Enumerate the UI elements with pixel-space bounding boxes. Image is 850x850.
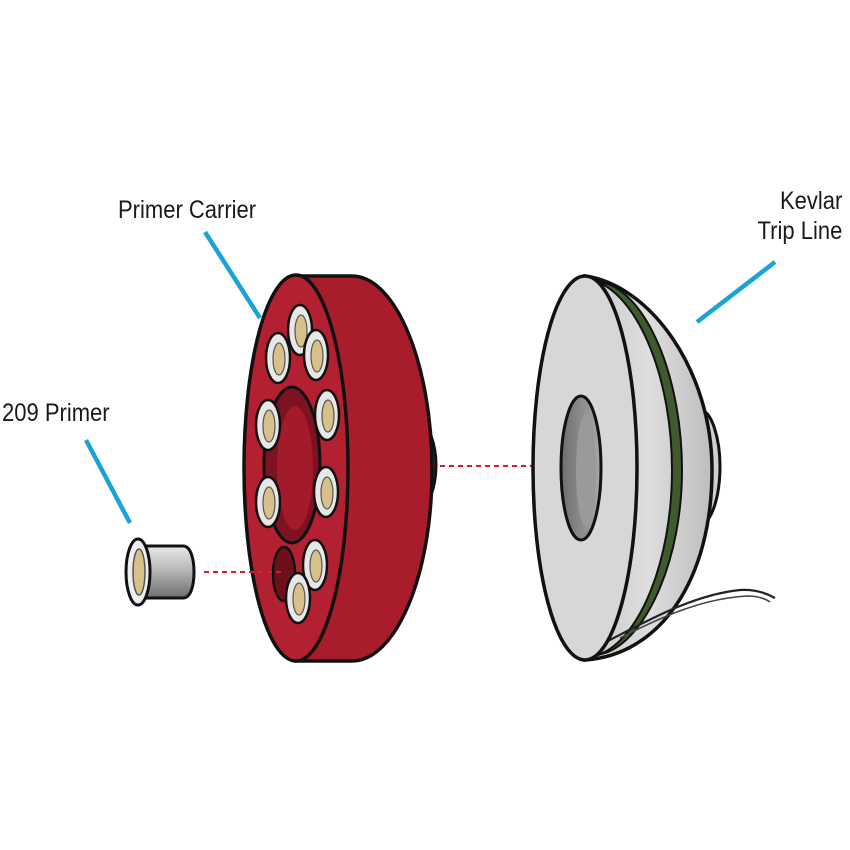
primer-carrier-leader — [203, 230, 262, 320]
alignment-guides — [204, 465, 580, 573]
primer-carrier-label: Primer Carrier — [118, 196, 257, 224]
pocket-primer — [284, 571, 312, 625]
kevlar-spool — [531, 273, 776, 662]
kevlar-trip-line-leader — [695, 260, 777, 324]
kevlar-trip-line-cord — [599, 588, 776, 646]
pocket-primer — [254, 398, 282, 452]
leader-lines — [84, 230, 777, 525]
primer-carrier — [242, 273, 438, 663]
primer-209-label: 209 Primer — [2, 399, 110, 427]
spool-hole-inner — [576, 414, 596, 526]
primer-209 — [124, 537, 196, 607]
kevlar-band — [597, 281, 684, 656]
kevlar-trip-line-cord-2 — [619, 595, 771, 639]
pocket-primer — [301, 538, 329, 592]
kevlar-trip-line-label: Kevlar Trip Line — [757, 186, 842, 246]
kevlar-label-line-2: Trip Line — [757, 217, 842, 245]
pocket-primer — [264, 331, 292, 385]
kevlar-label-line-1: Kevlar — [779, 187, 842, 215]
pocket-primer — [302, 328, 330, 382]
primer-cup-body — [138, 544, 196, 600]
pocket-primer — [312, 465, 340, 519]
primer-cap-face — [132, 548, 146, 596]
pocket-primer — [313, 388, 341, 442]
carrier-primer-pockets — [254, 303, 341, 625]
pocket-primer — [254, 475, 282, 529]
primer-209-leader — [84, 438, 132, 525]
carrier-bore-inner — [277, 406, 313, 530]
